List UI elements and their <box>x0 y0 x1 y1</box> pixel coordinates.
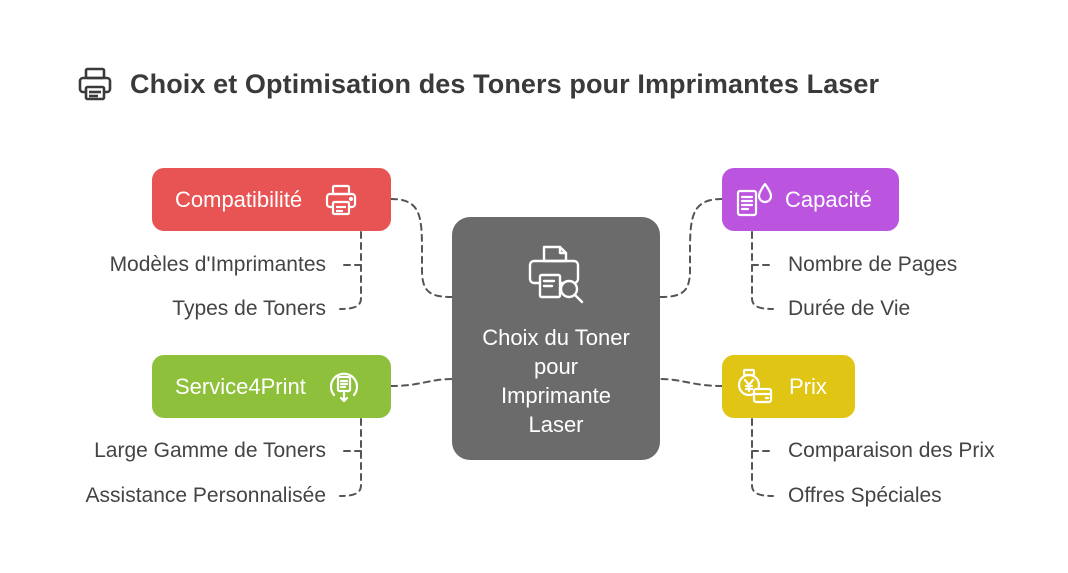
node-prix-label: Prix <box>789 373 827 399</box>
node-service-label: Service4Print <box>175 373 306 399</box>
connector-service <box>390 378 453 387</box>
price-yen-wallet-icon <box>735 367 775 407</box>
ink-document-icon <box>735 181 775 219</box>
compat-item-1: Modèles d'Imprimantes <box>109 253 326 276</box>
printer-icon <box>76 65 114 103</box>
connector-capacite <box>659 198 723 298</box>
diagram-title: Choix et Optimisation des Toners pour Im… <box>76 62 879 106</box>
connector-capacite-items <box>751 231 774 310</box>
central-node: Choix du Toner pour Imprimante Laser <box>452 217 660 460</box>
service-item-1: Large Gamme de Toners <box>94 439 326 462</box>
node-compatibilite: Compatibilité <box>152 168 391 231</box>
node-capacite-label: Capacité <box>785 186 872 212</box>
connector-prix <box>659 378 723 387</box>
connector-service-items <box>339 418 362 497</box>
node-compatibilite-label: Compatibilité <box>175 186 303 212</box>
prix-item-1: Comparaison des Prix <box>788 439 995 462</box>
printer-search-icon <box>524 243 588 307</box>
capacite-item-1: Nombre de Pages <box>788 253 958 276</box>
central-node-label: Choix du Toner pour Imprimante Laser <box>482 325 630 437</box>
printer-icon <box>324 183 358 217</box>
capacite-item-2: Durée de Vie <box>788 297 911 320</box>
compat-item-2: Types de Toners <box>172 297 326 320</box>
page-title: Choix et Optimisation des Toners pour Im… <box>130 68 880 99</box>
service-item-2: Assistance Personnalisée <box>85 484 326 507</box>
connector-compat-items <box>339 231 362 310</box>
node-capacite: Capacité <box>722 168 899 231</box>
document-download-icon <box>326 369 362 405</box>
prix-item-2: Offres Spéciales <box>788 484 942 507</box>
connector-compatibilite <box>390 198 453 298</box>
connector-prix-items <box>751 418 774 497</box>
node-prix: Prix <box>722 355 855 418</box>
node-service4print: Service4Print <box>152 355 391 418</box>
